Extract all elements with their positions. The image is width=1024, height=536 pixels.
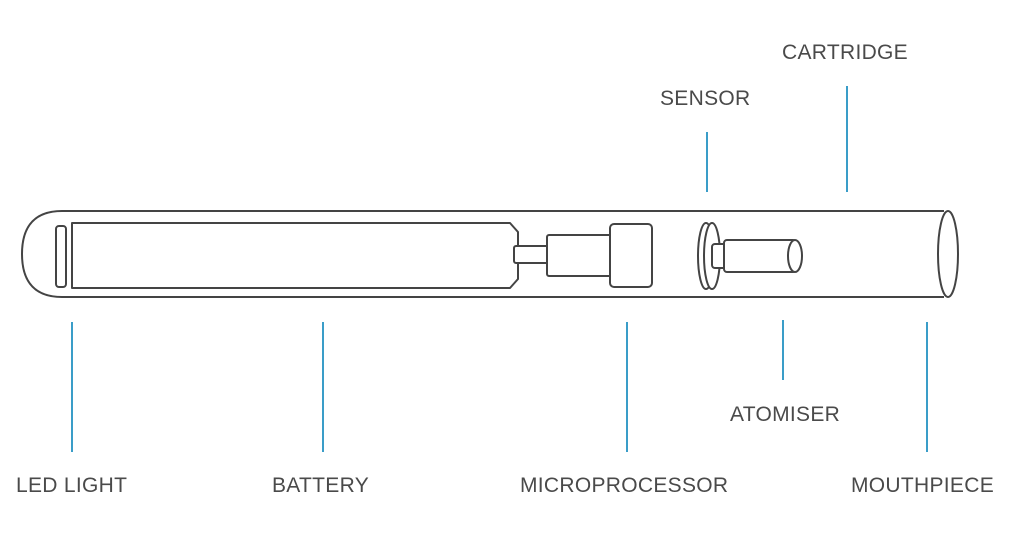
atomiser-leader-line [782, 320, 784, 380]
led-light-element [55, 225, 67, 288]
battery-label: BATTERY [272, 474, 370, 497]
atomiser-label: ATOMISER [730, 403, 841, 426]
battery-leader-line [322, 322, 324, 452]
cartridge-label: CARTRIDGE [782, 41, 908, 64]
atomiser-end-cap [787, 239, 803, 273]
battery-terminal [513, 245, 551, 264]
mouthpiece-leader-line [926, 322, 928, 452]
microprocessor-shaft [546, 234, 614, 277]
sensor-leader-line [706, 132, 708, 192]
microprocessor-label: MICROPROCESSOR [520, 474, 729, 497]
led-light-leader-line [71, 322, 73, 452]
sensor-label: SENSOR [660, 87, 751, 110]
atomiser-coil [723, 239, 797, 273]
led-light-label: LED LIGHT [16, 474, 128, 497]
microprocessor-leader-line [626, 322, 628, 452]
mouthpiece-label: MOUTHPIECE [851, 474, 995, 497]
mouthpiece-end [937, 210, 959, 298]
cartridge-leader-line [846, 86, 848, 192]
battery-element [71, 222, 519, 289]
microprocessor-cap [609, 223, 653, 288]
